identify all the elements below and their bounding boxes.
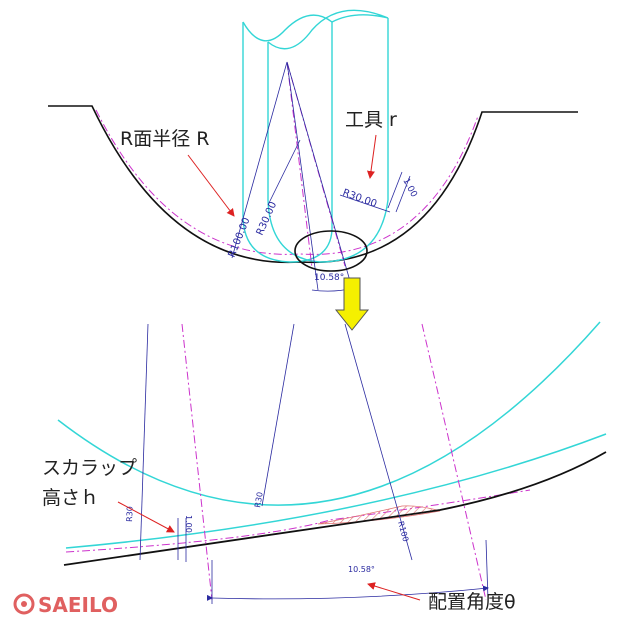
dim-r30-mid-bottom: R30	[253, 491, 265, 508]
dim-r30-right-top: R30.00	[341, 187, 378, 210]
label-tool-r: 工具 r	[345, 109, 397, 131]
label-r-face-radius: R面半径 R	[120, 128, 209, 150]
label-scallop-line2: 高さｈ	[42, 487, 99, 509]
tool-flute-top	[242, 9, 389, 50]
workpiece-curve-bottom	[63, 451, 607, 566]
callout-down-arrow	[334, 277, 370, 331]
dim-offset-bottom: 1.00	[184, 515, 193, 533]
tool-left-body	[242, 22, 333, 263]
logo-text: SAEILO	[38, 593, 118, 617]
logo-ring-icon	[13, 593, 35, 615]
highlight-ellipse	[294, 230, 368, 272]
scallop-region	[317, 505, 441, 525]
dim-angle-top: 10.58°	[314, 273, 344, 283]
dim-r100-bottom: R100	[396, 520, 410, 542]
tool-arc-second	[65, 433, 607, 549]
dim-r30-left-top: R30.00	[255, 200, 280, 237]
dim-r100-top: R100.00	[227, 216, 253, 259]
label-scallop-line1: スカラップ	[42, 457, 137, 479]
dim-angle-bottom: 10.58°	[348, 565, 375, 574]
top-diagram: R100.00 R30.00 R30.00 1.00 10.58° R面半径 R…	[48, 9, 578, 292]
dim-offset-top: 1.00	[400, 177, 418, 200]
tool-arc-large	[57, 321, 601, 506]
bottom-diagram: R30 R30 R100 1.00 10.58°	[57, 321, 607, 604]
tool-right-body	[267, 18, 389, 263]
label-placement-angle: 配置角度θ	[428, 591, 516, 613]
dim-r30-left-bottom: R30	[125, 506, 135, 522]
saeilo-logo: SAEILO	[13, 593, 118, 617]
